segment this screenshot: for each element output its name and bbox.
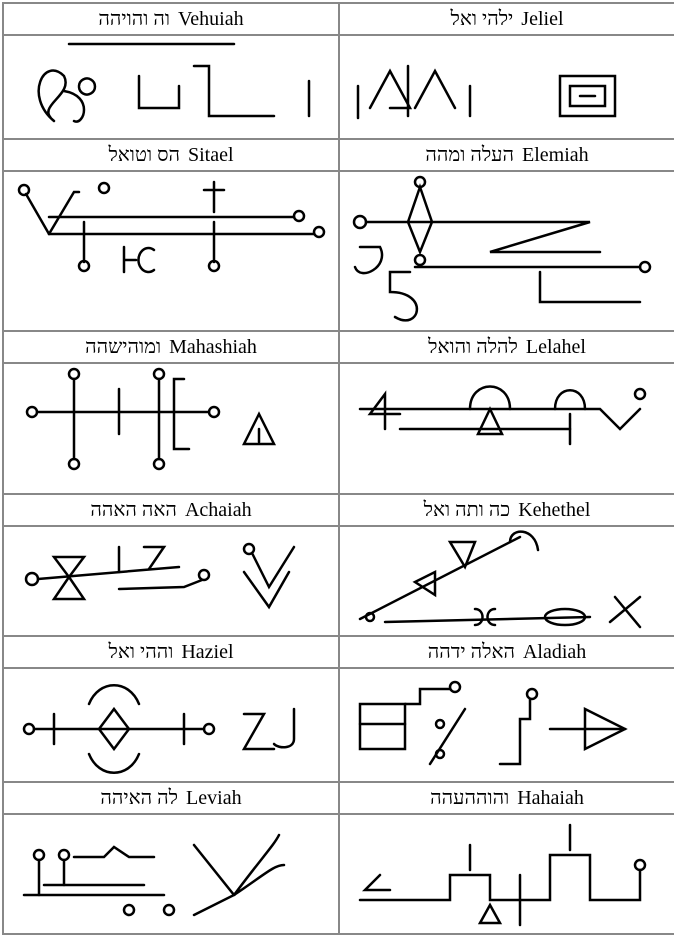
header-jeliel: ילהי ואל Jeliel (338, 2, 674, 36)
sigil-achaiah (2, 525, 340, 637)
header-haziel: וההי ואל Haziel (2, 635, 340, 669)
sigil-hahaiah (338, 813, 674, 935)
sigil-elemiah (338, 170, 674, 332)
hebrew-name: הס וטואל (108, 143, 180, 166)
hebrew-name: העלה ומהה (425, 143, 515, 166)
angel-name: Sitael (188, 143, 234, 166)
header-elemiah: העלה ומהה Elemiah (338, 138, 674, 172)
angel-name: Leviah (186, 786, 242, 809)
hebrew-name: וההי ואל (108, 640, 174, 663)
hebrew-name: והוההעהה (430, 786, 510, 809)
header-sitael: הס וטואל Sitael (2, 138, 340, 172)
hebrew-name: האה האהה (90, 498, 177, 521)
hebrew-name: כה ותה ואל (423, 498, 511, 521)
hebrew-name: להלה והואל (428, 335, 518, 358)
sigil-kehethel (338, 525, 674, 637)
angel-name: Mahashiah (169, 335, 257, 358)
sigil-sitael (2, 170, 340, 332)
header-hahaiah: והוההעהה Hahaiah (338, 781, 674, 815)
angel-name: Hahaiah (517, 786, 584, 809)
hebrew-name: האלה ידהה (427, 640, 515, 663)
hebrew-name: לה האיהה (100, 786, 179, 809)
header-leviah: לה האיהה Leviah (2, 781, 340, 815)
sigil-mahashiah (2, 362, 340, 495)
hebrew-name: ילהי ואל (450, 7, 514, 30)
angel-name: Haziel (181, 640, 234, 663)
hebrew-name: ומוהישהה (85, 335, 162, 358)
sigil-leviah (2, 813, 340, 935)
sigil-vehuiah (2, 34, 340, 140)
angel-name: Aladiah (522, 640, 587, 663)
angel-name: Elemiah (522, 143, 589, 166)
hebrew-name: וה והויהה (98, 7, 171, 30)
angel-name: Achaiah (184, 498, 252, 521)
header-mahashiah: ומוהישהה Mahashiah (2, 330, 340, 364)
header-kehethel: כה ותה ואל Kehethel (338, 493, 674, 527)
angel-name: Vehuiah (178, 7, 244, 30)
header-achaiah: האה האהה Achaiah (2, 493, 340, 527)
sigil-lelahel (338, 362, 674, 495)
header-lelahel: להלה והואל Lelahel (338, 330, 674, 364)
angel-name: Jeliel (521, 7, 564, 30)
header-vehuiah: וה והויהה Vehuiah (2, 2, 340, 36)
sigil-aladiah (338, 667, 674, 783)
angel-name: Lelahel (525, 335, 586, 358)
sigil-haziel (2, 667, 340, 783)
sigil-jeliel (338, 34, 674, 140)
header-aladiah: האלה ידהה Aladiah (338, 635, 674, 669)
angel-name: Kehethel (518, 498, 591, 521)
